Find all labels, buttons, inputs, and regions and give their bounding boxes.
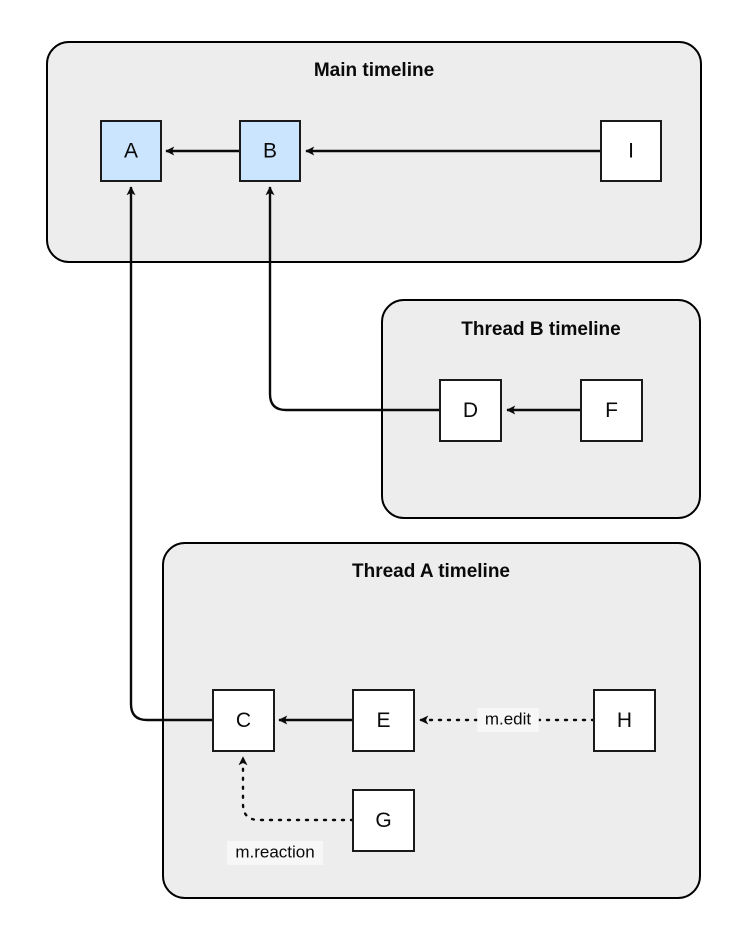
node-G[interactable]: G <box>352 789 415 852</box>
node-label-C: C <box>236 709 251 732</box>
node-box-D[interactable] <box>439 379 502 442</box>
node-label-G: G <box>375 809 391 832</box>
node-label-H: H <box>617 709 632 732</box>
panel-title-main: Main timeline <box>314 60 434 81</box>
node-box-I[interactable] <box>600 120 662 182</box>
edge-label-G-C: m.reaction <box>235 842 314 861</box>
node-C[interactable]: C <box>212 689 275 752</box>
edge-label-backdrop-H-E <box>477 708 539 732</box>
node-label-E: E <box>376 709 390 732</box>
node-box-H[interactable] <box>593 689 656 752</box>
node-F[interactable]: F <box>580 379 643 442</box>
node-label-A: A <box>124 140 138 163</box>
edges-layer <box>126 146 601 822</box>
node-box-C[interactable] <box>212 689 275 752</box>
node-label-B: B <box>263 140 277 163</box>
node-box-E[interactable] <box>352 689 415 752</box>
edge-label-H-E: m.edit <box>485 709 532 728</box>
edge-G-C <box>238 755 355 822</box>
edge-label-backdrop-G-C <box>227 841 323 865</box>
node-E[interactable]: E <box>352 689 415 752</box>
node-box-F[interactable] <box>580 379 643 442</box>
node-box-G[interactable] <box>352 789 415 852</box>
panel-title-thread_a: Thread A timeline <box>352 561 510 582</box>
edge-labels-layer: m.edit m.reaction <box>227 708 539 865</box>
node-H[interactable]: H <box>593 689 656 752</box>
node-label-D: D <box>463 399 478 422</box>
panel-title-thread_b: Thread B timeline <box>461 319 620 340</box>
node-box-A[interactable] <box>100 120 162 182</box>
node-label-I: I <box>628 140 634 163</box>
node-box-B[interactable] <box>239 120 301 182</box>
edge-C-A <box>126 186 213 722</box>
node-B[interactable]: B <box>239 120 301 182</box>
node-label-F: F <box>605 399 618 422</box>
node-I[interactable]: I <box>600 120 662 182</box>
edge-D-B <box>265 186 440 412</box>
node-A[interactable]: A <box>100 120 162 182</box>
nodes-layer: A B I D F C E H G <box>100 120 662 852</box>
node-D[interactable]: D <box>439 379 502 442</box>
